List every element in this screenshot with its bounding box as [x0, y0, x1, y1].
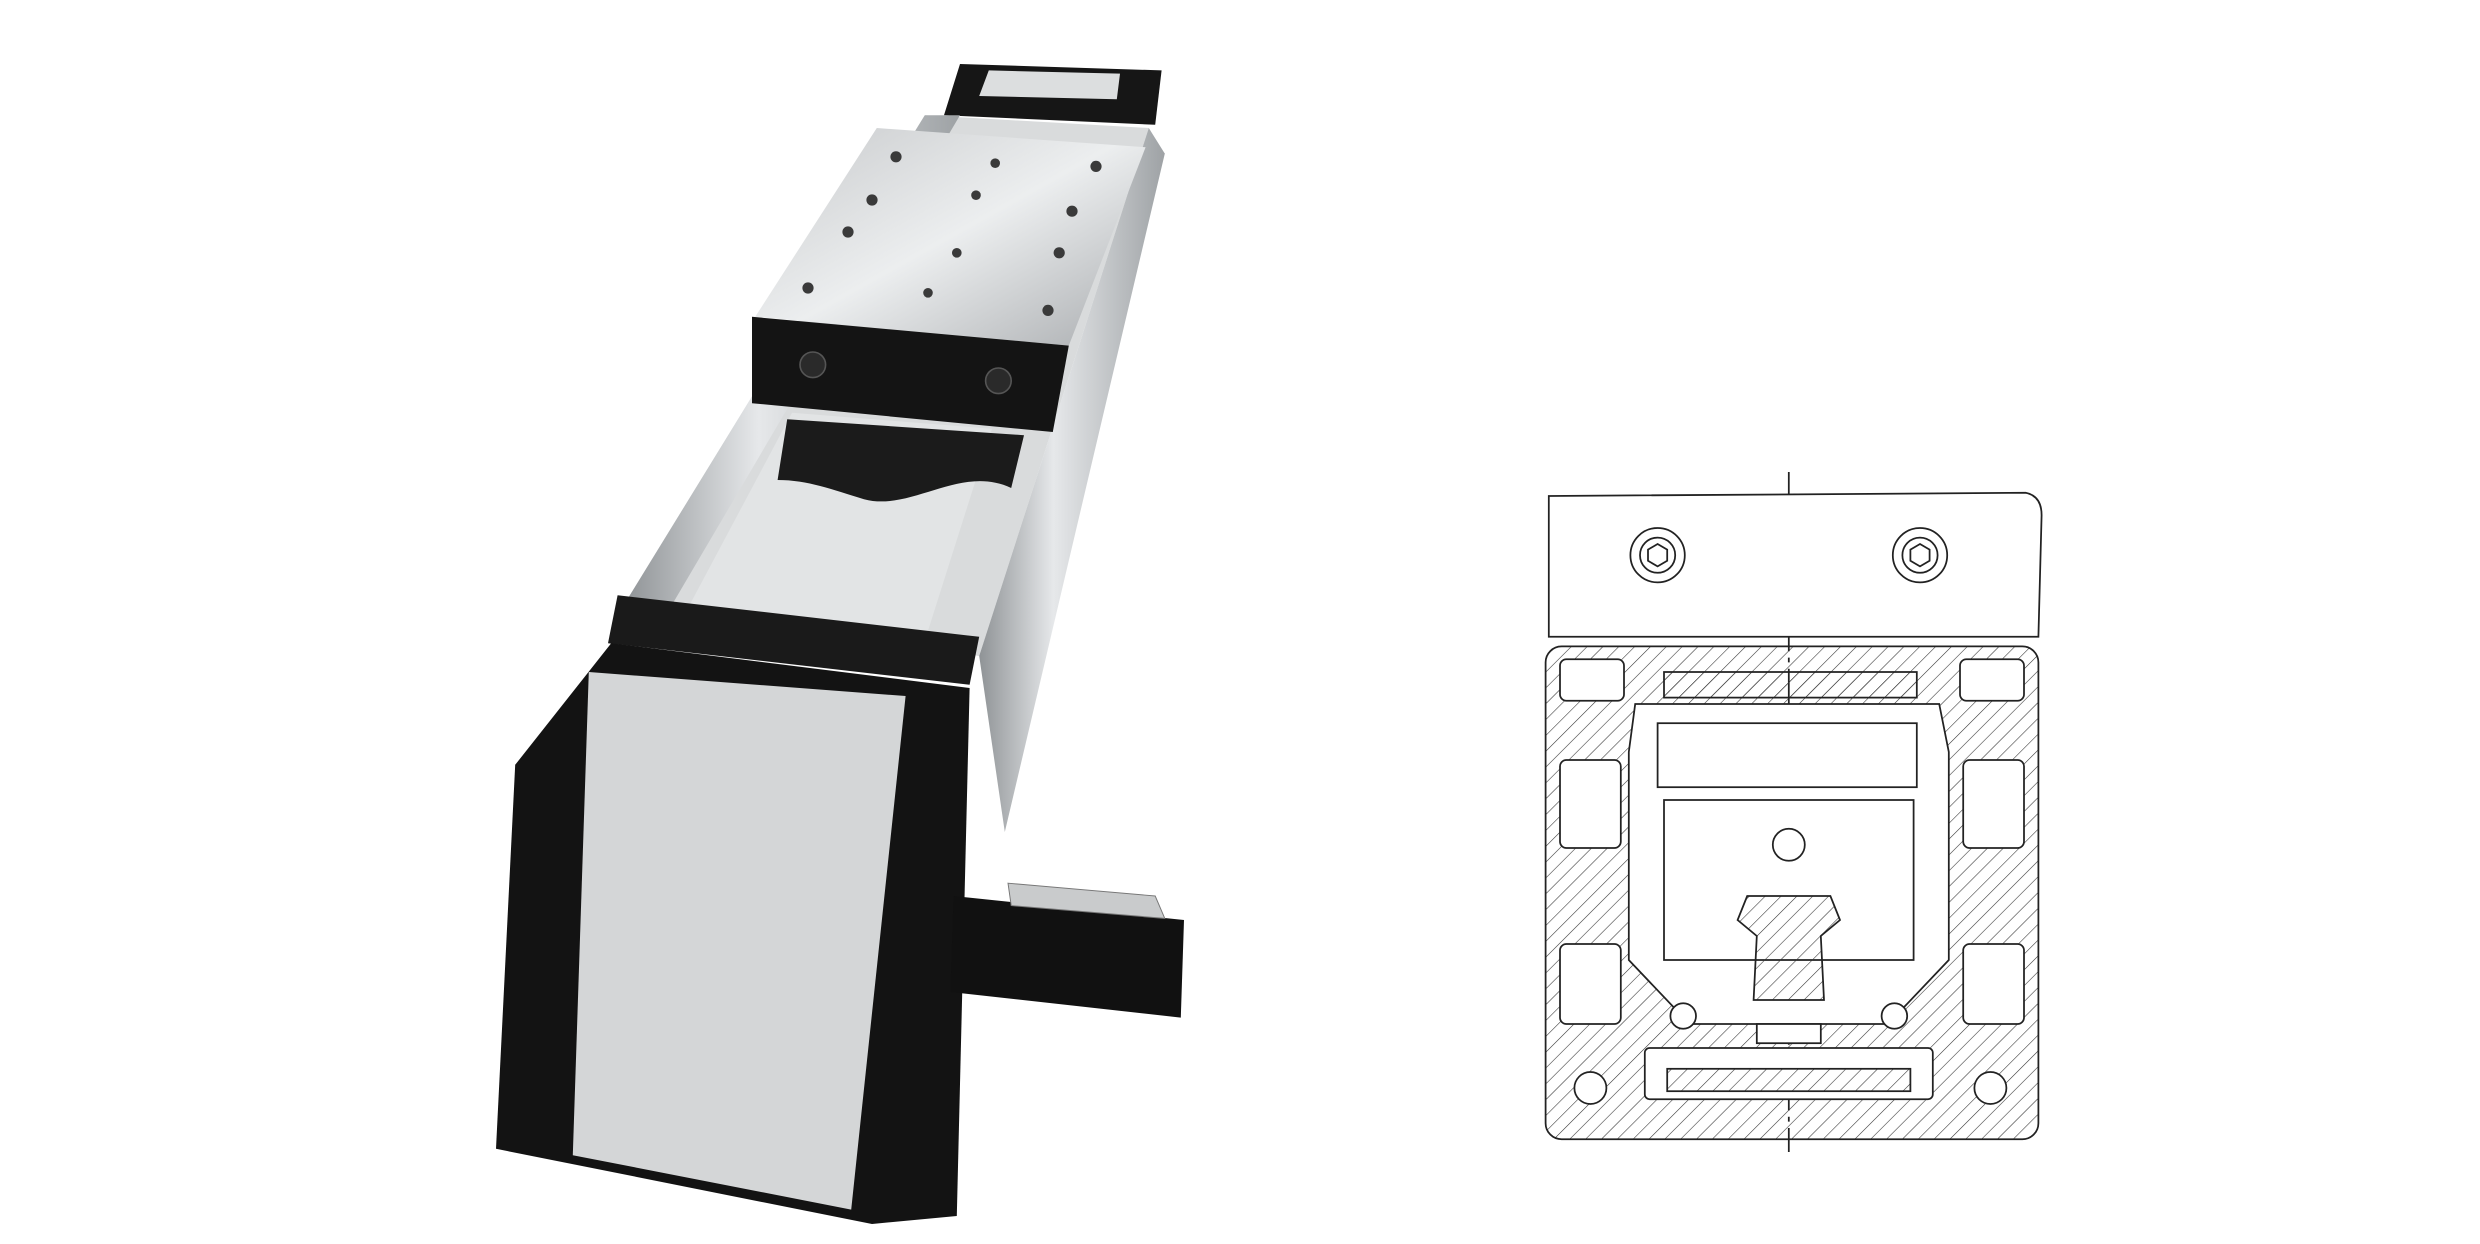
top-belt	[1663, 671, 1918, 699]
carriage-plate	[755, 128, 1146, 346]
carriage-mounting-holes	[802, 151, 1102, 316]
rear-cover-strip	[979, 70, 1120, 100]
center-nut	[1755, 1023, 1822, 1045]
plate-screw-right	[1891, 527, 1949, 584]
bottom-belt	[1666, 1067, 1912, 1093]
motor-shaft	[950, 882, 1184, 1018]
carriage-front-block	[752, 316, 1069, 432]
front-cover-strip	[572, 672, 906, 1210]
shaft-key	[1007, 882, 1166, 919]
cross-section-drawing	[1544, 472, 2043, 1152]
rail-bolt-left	[1669, 1002, 1697, 1030]
carriage-shadow	[777, 419, 1024, 502]
guide-rail	[1736, 895, 1842, 1001]
front-end-cap-top	[608, 595, 980, 685]
corner-hole-left	[1573, 1071, 1608, 1105]
lube-port	[1771, 827, 1806, 862]
carriage-plate-outline	[1547, 491, 2043, 638]
corner-hole-right	[1973, 1071, 2008, 1105]
carriage-screw-left	[799, 351, 827, 379]
guide-carriage	[1656, 722, 1918, 789]
plate-screw-left	[1629, 527, 1686, 584]
carriage-screw-right	[984, 367, 1013, 395]
actuator-body-side	[979, 128, 1165, 832]
rail-bolt-right	[1880, 1002, 1909, 1030]
linear-actuator-render	[496, 64, 1184, 1224]
